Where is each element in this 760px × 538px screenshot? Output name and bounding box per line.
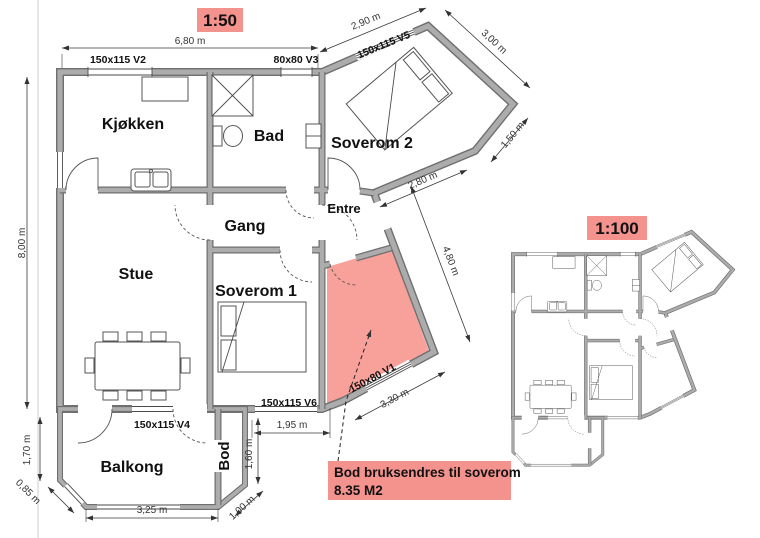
room-label-storage: Bod: [216, 441, 233, 470]
dim-storage-top: 1,95 m: [277, 420, 308, 431]
dim-balcony-bottom: 3,25 m: [137, 505, 168, 516]
room-label-livingroom: Stue: [119, 266, 154, 283]
room-label-bathroom: Bad: [254, 128, 284, 145]
room-label-hall: Gang: [225, 218, 266, 235]
room-label-bedroom2: Soverom 2: [331, 135, 413, 152]
window-label-v4: 150x115 V4: [134, 419, 190, 431]
window-label-v6: 150x115 V6: [261, 397, 317, 409]
dim-storage-side: 1,60 m: [244, 439, 255, 470]
scale-badge-small: 1:100: [587, 216, 647, 240]
scale-main-label: 1:50: [203, 11, 237, 30]
dim-left: 8,00 m: [17, 228, 28, 259]
room-label-entry: Entre: [327, 201, 360, 216]
scale-small-label: 1:100: [595, 219, 638, 238]
dimension-lines: [24, 7, 531, 522]
window-label-v2: 150x115 V2: [90, 54, 146, 66]
dim-balcony-side: 1,70 m: [22, 435, 33, 466]
annotation-box: [328, 461, 511, 500]
room-label-bedroom1: Soverom 1: [215, 283, 297, 300]
room-label-kitchen: Kjøkken: [102, 116, 164, 133]
annotation-line2: 8.35 M2: [334, 483, 383, 498]
room-label-balcony: Balkong: [100, 459, 163, 476]
main-plan: [58, 26, 514, 509]
annotation: Bod bruksendres til soverom 8.35 M2: [328, 329, 521, 500]
dim-top: 6,80 m: [175, 36, 206, 47]
scale-badge-main: 1:50: [197, 8, 243, 32]
room-labels: Kjøkken Bad Soverom 2 Entre Gang Stue So…: [100, 116, 413, 476]
annotation-line1: Bod bruksendres til soverom: [334, 465, 521, 480]
window-label-v3: 80x80 V3: [274, 54, 319, 66]
